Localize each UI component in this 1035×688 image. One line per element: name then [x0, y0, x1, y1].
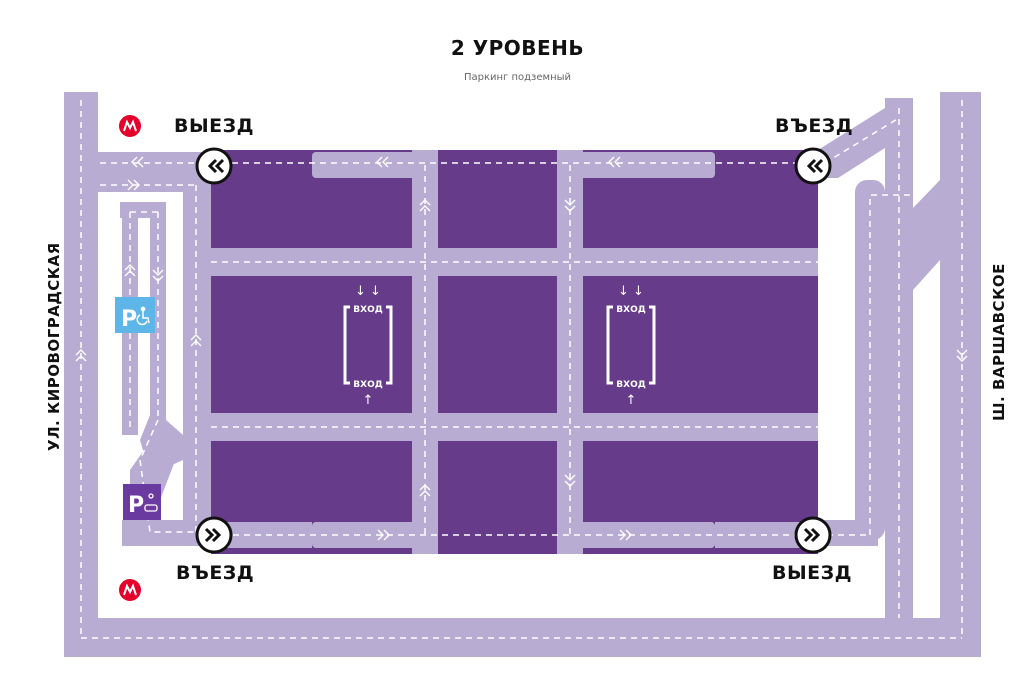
family-parking-badge: P	[123, 484, 161, 520]
entrance-left: ↓ ↓ ВХОД ВХОД ↑	[353, 284, 382, 408]
metro-icon-top	[119, 115, 141, 137]
direction-chevrons	[75, 156, 968, 541]
entrance-left-arrows-down: ↓ ↓	[355, 284, 381, 299]
entrance-left-bottom-label: ВХОД	[353, 380, 382, 390]
level-title: 2 УРОВЕНЬ	[450, 36, 585, 60]
svg-text:P: P	[128, 493, 144, 518]
exit-top-left-marker	[195, 147, 233, 185]
parking-lot	[211, 150, 818, 554]
entry-top-right-label: ВЪЕЗД	[775, 115, 854, 137]
street-left-label: УЛ. КИРОВОГРАДСКАЯ	[45, 242, 63, 451]
entrance-right-arrows-down: ↓ ↓	[618, 284, 644, 299]
exit-bottom-right-label: ВЫЕЗД	[772, 562, 853, 584]
lane-markings	[80, 100, 963, 639]
entry-bottom-left-label: ВЪЕЗД	[176, 562, 255, 584]
entry-top-right-marker	[794, 147, 832, 185]
entrance-right-arrow-up: ↑	[626, 393, 637, 408]
entrance-right: ↓ ↓ ВХОД ВХОД ↑	[616, 284, 645, 408]
metro-icon-bottom	[119, 579, 141, 601]
entrance-right-top-label: ВХОД	[616, 305, 645, 315]
car-family-icon	[144, 493, 158, 512]
entrance-left-arrow-up: ↑	[363, 393, 374, 408]
entry-bottom-left-marker	[195, 516, 233, 554]
entrance-brackets	[343, 305, 656, 385]
accessible-parking-badge: P	[115, 297, 155, 333]
level-subtitle: Паркинг подземный	[463, 72, 572, 83]
wheelchair-icon	[136, 306, 150, 326]
entrance-left-top-label: ВХОД	[353, 305, 382, 315]
gate-markers	[195, 147, 832, 554]
exit-top-left-label: ВЫЕЗД	[174, 115, 255, 137]
entrance-right-bottom-label: ВХОД	[616, 380, 645, 390]
svg-text:P: P	[121, 307, 137, 332]
street-right-label: Ш. ВАРШАВСКОЕ	[990, 263, 1008, 421]
exit-bottom-right-marker	[794, 516, 832, 554]
